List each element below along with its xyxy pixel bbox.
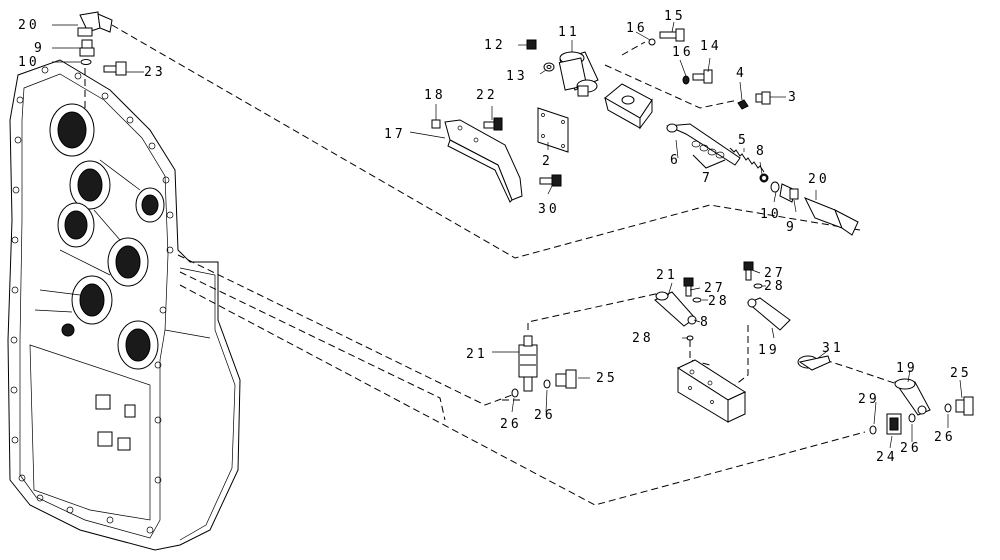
callout-26d: 26 <box>934 430 956 445</box>
callout-26b: 26 <box>534 408 556 423</box>
callout-17: 17 <box>384 127 406 142</box>
callout-10a: 10 <box>18 55 40 70</box>
callout-20b: 20 <box>808 172 830 187</box>
callout-19a: 19 <box>758 343 780 358</box>
valve-body-21a <box>654 291 697 327</box>
oring-26a <box>511 388 519 398</box>
bolt-27a <box>683 277 694 297</box>
oring-26c <box>944 403 952 413</box>
bolt-22 <box>483 117 503 131</box>
oring-26d <box>908 413 916 423</box>
callout-2: 2 <box>542 154 553 169</box>
callout-12: 12 <box>484 38 506 53</box>
gasket-plate-2 <box>537 107 569 153</box>
bolt-30 <box>539 174 562 187</box>
callout-18: 18 <box>424 88 446 103</box>
elbow-fitting-20 <box>77 11 113 37</box>
callout-16a: 16 <box>626 21 648 36</box>
callout-9b: 9 <box>786 220 797 235</box>
ring-8 <box>759 173 769 183</box>
callout-28c: 28 <box>632 331 654 346</box>
nut-4 <box>737 99 749 110</box>
oring-10b <box>770 181 780 193</box>
callout-5: 5 <box>738 133 749 148</box>
callout-25b: 25 <box>950 366 972 381</box>
callout-6: 6 <box>670 153 681 168</box>
oring-26b <box>543 379 551 389</box>
oring-28b <box>753 283 763 289</box>
callout-7: 7 <box>702 171 713 186</box>
oring-10a <box>80 59 92 65</box>
valve-body-21b <box>518 335 538 392</box>
oring-29 <box>869 425 877 435</box>
solenoid-flange-block <box>604 83 653 130</box>
callout-8: 8 <box>756 144 767 159</box>
oring-28a <box>692 297 702 303</box>
bracket-31 <box>797 355 831 371</box>
callout-25a: 25 <box>596 371 618 386</box>
spool-6 <box>666 123 741 166</box>
bolt-23 <box>103 61 127 76</box>
callout-4: 4 <box>736 66 747 81</box>
bolt-14 <box>692 69 713 84</box>
oring-16b <box>682 75 690 85</box>
callout-31: 31 <box>822 341 844 356</box>
callout-15: 15 <box>664 9 686 24</box>
callout-20a: 20 <box>18 18 40 33</box>
callout-21a: 21 <box>656 268 678 283</box>
fitting-9b <box>779 183 799 203</box>
adapter-fitting-9 <box>79 39 95 57</box>
callout-leaders <box>52 21 963 449</box>
callout-29: 29 <box>858 392 880 407</box>
callout-13: 13 <box>506 69 528 84</box>
callout-27b: 27 <box>764 266 786 281</box>
callout-11: 11 <box>558 25 580 40</box>
callout-23: 23 <box>144 65 166 80</box>
callout-16b: 16 <box>672 45 694 60</box>
callout-labels: 20 9 10 23 11 12 13 16 15 16 14 4 3 18 2… <box>18 9 972 465</box>
callout-8b: 8 <box>700 315 711 330</box>
callout-26c: 26 <box>900 441 922 456</box>
bracket-17 <box>444 119 523 203</box>
callout-14: 14 <box>700 39 722 54</box>
bolt-12 <box>526 39 537 50</box>
bolt-3 <box>755 91 771 105</box>
bolt-25a <box>555 369 577 389</box>
callout-26a: 26 <box>500 417 522 432</box>
bolt-27b <box>743 261 754 281</box>
oring-set-7 <box>691 140 726 169</box>
callout-28b: 28 <box>764 279 786 294</box>
callout-19b: 19 <box>896 361 918 376</box>
oring-16a <box>648 38 656 46</box>
callout-28a: 28 <box>708 294 730 309</box>
bolt-15 <box>659 28 685 42</box>
transmission-housing <box>7 59 241 551</box>
callout-9a: 9 <box>34 41 45 56</box>
valve-body-19a <box>747 297 791 331</box>
solenoid-11 <box>558 51 599 97</box>
pin-18 <box>431 119 441 129</box>
callout-3: 3 <box>788 90 799 105</box>
washer-13 <box>543 62 555 72</box>
callout-27a: 27 <box>704 281 726 296</box>
callout-22: 22 <box>476 88 498 103</box>
callout-24: 24 <box>876 450 898 465</box>
valve-body-19b <box>894 378 931 416</box>
callout-10b: 10 <box>760 207 782 222</box>
spring-5 <box>729 147 765 173</box>
plug-24 <box>886 413 902 435</box>
callout-21b: 21 <box>466 347 488 362</box>
fitting-20b <box>803 197 859 236</box>
callout-30: 30 <box>538 202 560 217</box>
bolt-25b <box>955 396 974 416</box>
manifold-block <box>676 359 747 423</box>
